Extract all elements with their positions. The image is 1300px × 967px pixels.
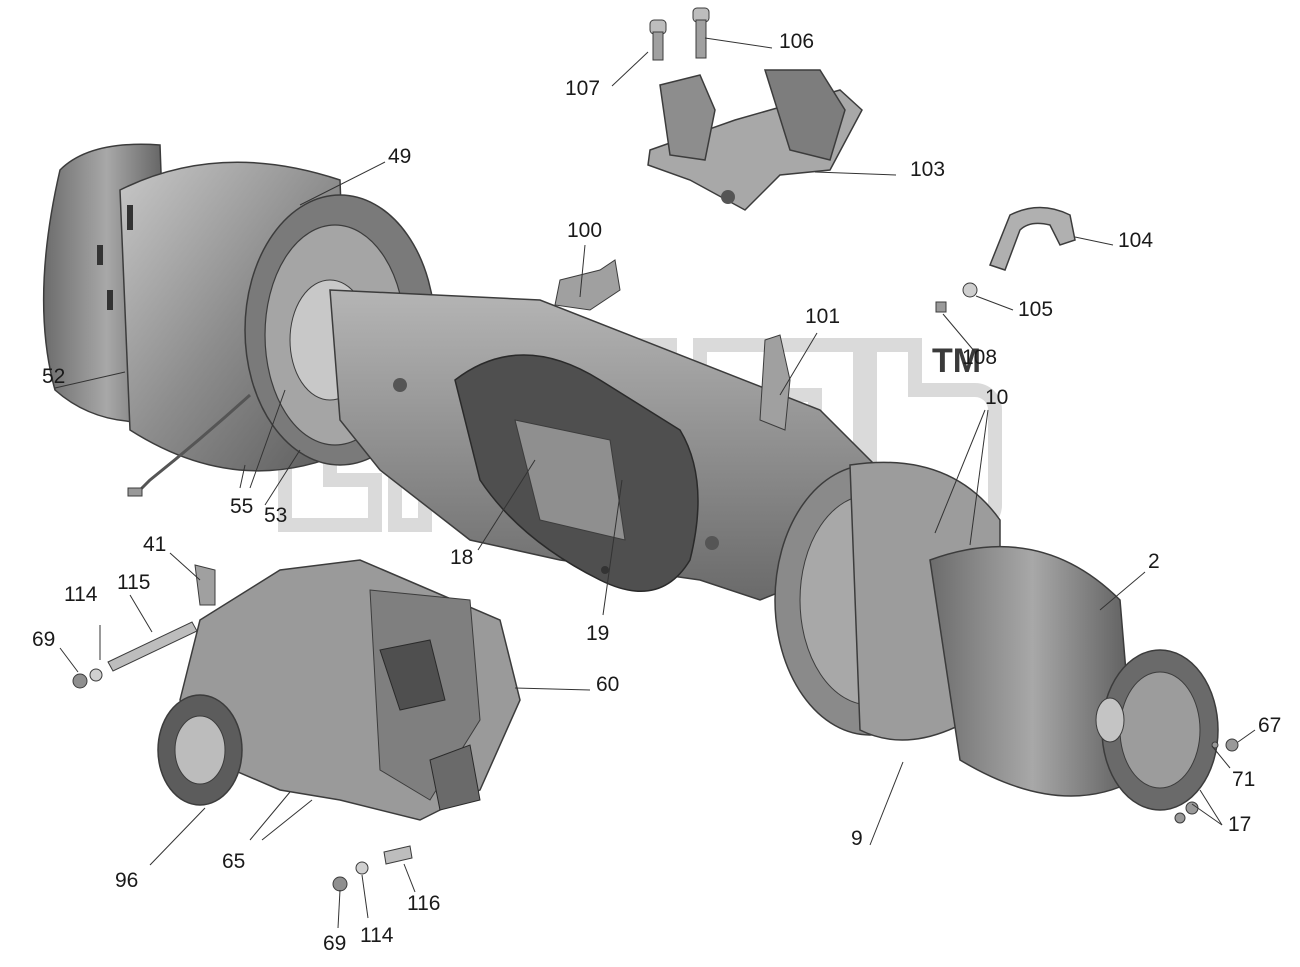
label-17: 17 [1228, 813, 1251, 836]
pin-115 [107, 621, 198, 672]
label-104: 104 [1118, 229, 1153, 252]
axle-housing [329, 259, 881, 601]
washer-105 [962, 282, 978, 298]
label-69-upper: 69 [32, 628, 55, 651]
label-65: 65 [222, 850, 245, 873]
label-41: 41 [143, 533, 166, 556]
label-60: 60 [596, 673, 619, 696]
label-108: 108 [962, 346, 997, 369]
label-106: 106 [779, 30, 814, 53]
label-107: 107 [565, 77, 600, 100]
bolt-106 [692, 7, 710, 59]
label-52: 52 [42, 365, 65, 388]
label-101: 101 [805, 305, 840, 328]
label-105: 105 [1018, 298, 1053, 321]
label-2: 2 [1148, 550, 1160, 573]
washer-114-lower [355, 861, 369, 875]
label-55: 55 [230, 495, 253, 518]
label-49: 49 [388, 145, 411, 168]
bolt-107 [649, 19, 667, 61]
washer-114-upper [89, 668, 103, 682]
label-96: 96 [115, 869, 138, 892]
nut-108 [935, 301, 947, 313]
pin-116 [383, 845, 413, 865]
differential-carrier [157, 559, 521, 821]
label-71: 71 [1232, 768, 1255, 791]
label-115: 115 [117, 571, 150, 594]
handle-104 [989, 206, 1076, 271]
plug-69-lower [332, 876, 348, 892]
label-69-lower: 69 [323, 932, 346, 955]
leader-lines [54, 37, 1256, 929]
plug-69-upper [72, 673, 88, 689]
label-53: 53 [264, 504, 287, 527]
part-labels: 106 107 103 49 100 104 105 108 101 10 52… [32, 30, 1281, 955]
label-116: 116 [407, 892, 440, 915]
label-103: 103 [910, 158, 945, 181]
bracket-103 [647, 69, 863, 211]
label-67: 67 [1258, 714, 1281, 737]
label-9: 9 [851, 827, 863, 850]
label-100: 100 [567, 219, 602, 242]
trademark-mark: TM [932, 342, 981, 380]
label-10: 10 [985, 386, 1008, 409]
label-114-lower: 114 [360, 924, 394, 947]
label-114-upper: 114 [64, 583, 98, 606]
label-19: 19 [586, 622, 609, 645]
label-18: 18 [450, 546, 473, 569]
right-hub-assembly [774, 461, 1239, 824]
